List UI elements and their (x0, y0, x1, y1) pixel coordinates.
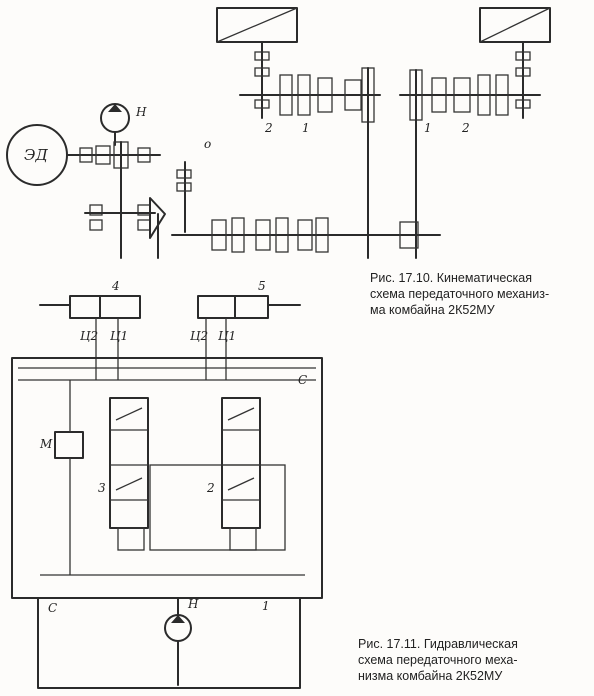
svg-text:1: 1 (424, 121, 432, 135)
motor-label: ЭД (24, 146, 48, 164)
svg-text:5: 5 (258, 279, 266, 293)
caption-line: низма комбайна 2К52МУ (358, 669, 503, 683)
svg-text:Ц1: Ц1 (110, 329, 128, 343)
svg-text:2: 2 (461, 121, 470, 135)
caption-line: схема передаточного механиз- (370, 287, 550, 301)
svg-text:2: 2 (264, 121, 273, 135)
caption-line: Рис. 17.10. Кинематическая (370, 271, 533, 285)
svg-text:М: М (39, 437, 53, 451)
outer-line-loop (11, 357, 323, 599)
driven-unit-right (479, 7, 551, 43)
svg-text:Ц2: Ц2 (190, 329, 208, 343)
svg-text:Ц2: Ц2 (80, 329, 98, 343)
cylinder-4 (69, 295, 141, 319)
valve-block-3 (109, 397, 149, 529)
svg-text:1: 1 (302, 121, 310, 135)
svg-text:С: С (48, 601, 57, 615)
svg-text:Ц1: Ц1 (218, 329, 236, 343)
hydraulic-motor (54, 431, 84, 459)
svg-text:Н: Н (187, 597, 199, 611)
svg-text:С: С (298, 373, 307, 387)
svg-text:1: 1 (262, 599, 270, 613)
caption-line: Рис. 17.11. Гидравлическая (358, 637, 518, 651)
svg-text:о: о (204, 137, 211, 151)
cylinder-5 (197, 295, 269, 319)
caption-line: схема передаточного меха- (358, 653, 518, 667)
valve-block-2 (221, 397, 261, 529)
caption-line: ма комбайна 2К52МУ (370, 303, 495, 317)
caption-figure-17-11: Рис. 17.11. Гидравлическая схема передат… (358, 636, 518, 684)
svg-text:Н: Н (135, 105, 147, 119)
svg-text:4: 4 (111, 279, 120, 293)
driven-unit-left (216, 7, 298, 43)
svg-text:3: 3 (98, 481, 106, 495)
tank (37, 597, 301, 689)
caption-figure-17-10: Рис. 17.10. Кинематическая схема передат… (370, 270, 549, 318)
svg-text:2: 2 (206, 481, 215, 495)
